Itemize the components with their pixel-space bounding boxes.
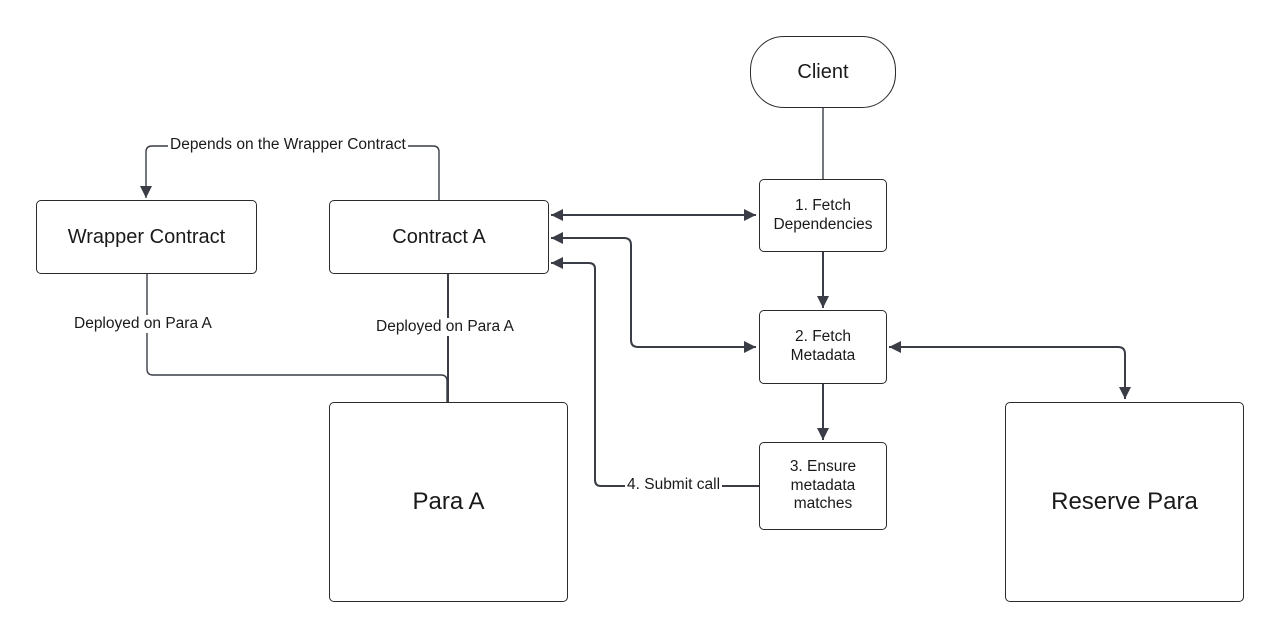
fetch-metadata-label: 2. Fetch Metadata bbox=[790, 328, 856, 364]
contract-a-label: Contract A bbox=[392, 226, 486, 248]
fetch-metadata-node: 2. Fetch Metadata bbox=[759, 310, 887, 384]
submit-call-edge-label: 4. Submit call bbox=[625, 476, 723, 494]
reserve-para-label: Reserve Para bbox=[1051, 487, 1198, 515]
ensure-metadata-node: 3. Ensure metadata matches bbox=[759, 442, 887, 530]
edge-submit-call bbox=[551, 257, 759, 487]
depends-edge-label: Depends on the Wrapper Contract bbox=[168, 136, 408, 154]
fetch-dependencies-node: 1. Fetch Dependencies bbox=[759, 179, 887, 252]
fetch-dependencies-label: 1. Fetch Dependencies bbox=[773, 196, 873, 233]
edge-contract-fetch-metadata bbox=[551, 232, 756, 353]
reserve-para-node: Reserve Para bbox=[1005, 402, 1244, 602]
client-node: Client bbox=[750, 36, 896, 108]
deployed-contract-edge-label: Deployed on Para A bbox=[374, 318, 516, 336]
deployed-wrapper-edge-label: Deployed on Para A bbox=[72, 315, 214, 333]
wrapper-contract-node: Wrapper Contract bbox=[36, 200, 257, 274]
edge-metadata-reserve bbox=[889, 341, 1131, 399]
edge-wrapper-para-a bbox=[146, 274, 448, 402]
edge-depends-on-wrapper bbox=[140, 145, 440, 201]
para-a-label: Para A bbox=[412, 487, 485, 515]
client-label: Client bbox=[797, 61, 849, 83]
contract-a-node: Contract A bbox=[329, 200, 549, 274]
wrapper-contract-label: Wrapper Contract bbox=[67, 226, 226, 248]
para-a-node: Para A bbox=[329, 402, 568, 602]
ensure-metadata-label: 3. Ensure metadata matches bbox=[789, 458, 857, 513]
